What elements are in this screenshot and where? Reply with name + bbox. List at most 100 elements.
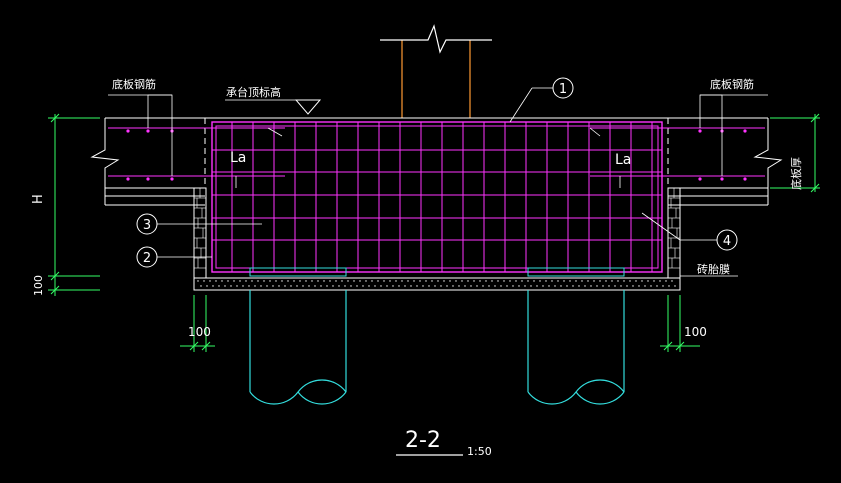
cushion-hatch-dot — [248, 285, 250, 287]
cushion-hatch-dot — [422, 285, 424, 287]
dimension-slab-thickness — [770, 113, 820, 193]
cushion-hatch-dot — [218, 285, 220, 287]
callout-1: 1 — [509, 77, 574, 123]
cushion-hatch-dot — [665, 280, 667, 282]
dimension-height-text: H — [31, 194, 46, 204]
cushion-hatch-dot — [485, 280, 487, 282]
callout-2-number: 2 — [143, 251, 151, 266]
dimension-right-offset — [660, 295, 700, 352]
cushion-hatch-dot — [473, 280, 475, 282]
cushion-hatch-dot — [236, 285, 238, 287]
slab-left — [90, 94, 210, 206]
cushion-hatch-dot — [494, 285, 496, 287]
cushion-hatch-dot — [332, 285, 334, 287]
cushion-hatch-dot — [305, 280, 307, 282]
cushion-hatch-dot — [335, 280, 337, 282]
cushion-hatch-dot — [341, 280, 343, 282]
cushion-hatch-dot — [512, 285, 514, 287]
cushion-hatch-dot — [278, 285, 280, 287]
cushion-hatch-dot — [221, 280, 223, 282]
cushion-hatch-dot — [416, 285, 418, 287]
cushion-hatch-dot — [458, 285, 460, 287]
cushion-hatch-dot — [446, 285, 448, 287]
cushion-hatch-dot — [428, 285, 430, 287]
cushion-hatch-dot — [650, 285, 652, 287]
cushion-hatch-dot — [215, 280, 217, 282]
cushion-hatch-dot — [359, 280, 361, 282]
cushion-hatch-dot — [542, 285, 544, 287]
cushion-hatch-dot — [455, 280, 457, 282]
cushion-hatch-dot — [269, 280, 271, 282]
slab-right — [660, 94, 783, 206]
cushion-hatch-dot — [281, 280, 283, 282]
cushion-hatch-dot — [620, 285, 622, 287]
cushion-hatch-dot — [431, 280, 433, 282]
cushion-hatch-dot — [518, 285, 520, 287]
cushion-hatch-dot — [440, 285, 442, 287]
cushion-hatch-dot — [632, 285, 634, 287]
pile-right — [527, 267, 625, 405]
cushion-hatch-dot — [404, 285, 406, 287]
cushion-hatch-dot — [503, 280, 505, 282]
cushion-hatch-dot — [515, 280, 517, 282]
cushion-hatch-dot — [239, 280, 241, 282]
brick-formwork-left — [193, 187, 207, 279]
cushion-hatch-dot — [389, 280, 391, 282]
cushion-hatch-dot — [587, 280, 589, 282]
cushion-hatch-dot — [290, 285, 292, 287]
cushion-hatch-dot — [206, 285, 208, 287]
cushion-hatch-dot — [548, 285, 550, 287]
cushion-hatch-dot — [311, 280, 313, 282]
cushion-hatch-dot — [383, 280, 385, 282]
cushion-hatch-dot — [401, 280, 403, 282]
rebar-cage — [205, 121, 668, 273]
cushion-hatch-dot — [671, 280, 673, 282]
slab-rebar-left-label: 底板钢筋 — [112, 77, 156, 91]
cushion-hatch-dot — [437, 280, 439, 282]
cushion-hatch-dot — [254, 285, 256, 287]
section-title: 2-2 1:50 — [396, 428, 492, 458]
cushion-hatch-dot — [464, 285, 466, 287]
slab-thickness-label: 底板厚 — [789, 157, 803, 190]
cushion-hatch-dot — [362, 285, 364, 287]
cushion-hatch-dot — [575, 280, 577, 282]
cushion-hatch-dot — [647, 280, 649, 282]
cushion-hatch-dot — [224, 285, 226, 287]
dimension-left-offset — [180, 295, 215, 352]
section-scale-text: 1:50 — [467, 445, 492, 458]
cushion-hatch-dot — [368, 285, 370, 287]
cushion-hatch-dot — [452, 285, 454, 287]
cushion-hatch-dot — [398, 285, 400, 287]
cushion-hatch-dot — [626, 285, 628, 287]
cushion-hatch-dot — [569, 280, 571, 282]
cushion-hatch-dot — [488, 285, 490, 287]
cushion-hatch-dot — [629, 280, 631, 282]
anchor-length-left: La — [230, 150, 246, 166]
cushion-layer — [193, 277, 681, 291]
anchor-length-right: La — [615, 152, 631, 168]
cushion-hatch-dot — [659, 280, 661, 282]
cushion-hatch-dot — [257, 280, 259, 282]
cushion-hatch-dot — [197, 280, 199, 282]
cushion-hatch-dot — [653, 280, 655, 282]
dimension-height — [48, 113, 100, 296]
cushion-hatch-dot — [506, 285, 508, 287]
cushion-hatch-dot — [419, 280, 421, 282]
cushion-hatch-dot — [614, 285, 616, 287]
cushion-hatch-dot — [623, 280, 625, 282]
cushion-hatch-dot — [395, 280, 397, 282]
cushion-hatch-dot — [344, 285, 346, 287]
cushion-hatch-dot — [293, 280, 295, 282]
cushion-hatch-dot — [410, 285, 412, 287]
column — [380, 24, 492, 118]
cushion-hatch-dot — [203, 280, 205, 282]
cushion-hatch-dot — [641, 280, 643, 282]
cushion-hatch-dot — [353, 280, 355, 282]
cushion-hatch-dot — [470, 285, 472, 287]
cushion-hatch-dot — [497, 280, 499, 282]
cushion-hatch-dot — [392, 285, 394, 287]
cushion-hatch-dot — [479, 280, 481, 282]
cushion-hatch-dot — [308, 285, 310, 287]
cushion-hatch-dot — [563, 280, 565, 282]
